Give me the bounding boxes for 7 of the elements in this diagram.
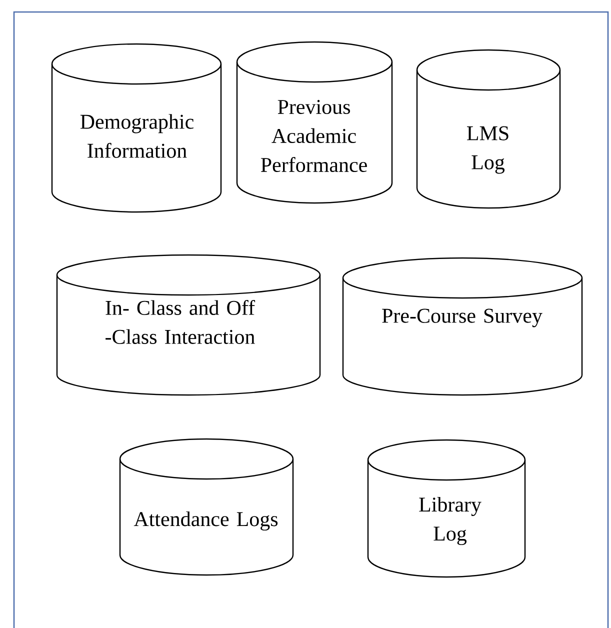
cylinder: LMS Log — [416, 49, 561, 209]
cylinder: Library Log — [367, 439, 526, 578]
cylinder: Pre-Course Survey — [342, 257, 583, 396]
cylinder: Attendance Logs — [119, 438, 294, 576]
cylinder: Previous Academic Performance — [236, 41, 393, 204]
cylinder: Demographic Information — [51, 43, 222, 213]
cylinder: In- Class and Off -Class Interaction — [56, 254, 321, 396]
